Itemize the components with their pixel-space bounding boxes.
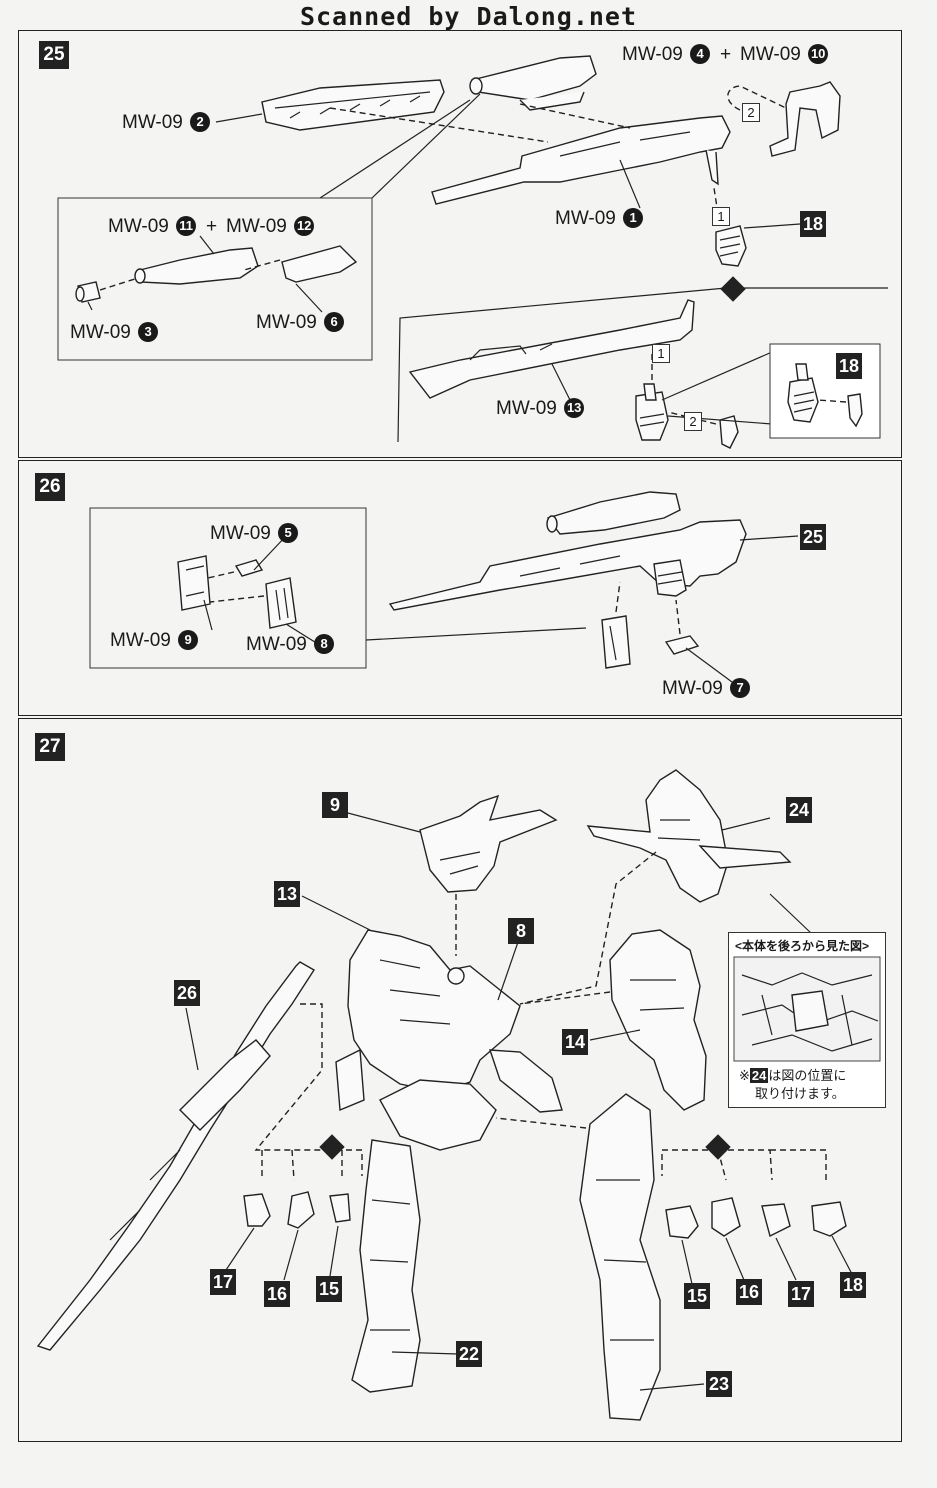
step-26-panel: 26	[18, 460, 902, 716]
label-mw09-2: MW-09 2	[122, 112, 211, 134]
note-line2: 取り付けます。	[755, 1086, 845, 1101]
label-mw09-1: MW-09 1	[555, 208, 644, 230]
bayonet-rifle-part	[408, 299, 695, 399]
tag-15: 15	[316, 1276, 342, 1302]
tag-17: 17	[210, 1269, 236, 1295]
back-view-drawing	[733, 956, 881, 1062]
tag-14: 14	[562, 1029, 588, 1055]
label-mw09-3: MW-09 3	[70, 322, 159, 344]
label-mw09-4: MW-09 4	[622, 44, 711, 66]
tag-25: 25	[800, 524, 826, 550]
scope-part	[469, 55, 597, 111]
label-mw09-9: MW-09 9	[110, 630, 199, 652]
tag-17: 17	[788, 1281, 814, 1307]
order-step-2: 2	[742, 103, 760, 122]
rail-part	[261, 79, 445, 131]
label-mw09-10: MW-09 10	[740, 44, 829, 66]
tag-18: 18	[840, 1272, 866, 1298]
tag-18: 18	[800, 211, 826, 237]
tag-16: 16	[264, 1281, 290, 1307]
step-number: 26	[35, 473, 65, 501]
head-part	[419, 794, 558, 893]
rifle-body-part	[431, 115, 731, 205]
order-step-1: 1	[652, 344, 670, 363]
tag-23: 23	[706, 1371, 732, 1397]
label-mw09-5: MW-09 5	[210, 523, 299, 545]
step-27-drawing	[36, 769, 853, 1421]
step-number: 25	[39, 41, 69, 69]
label-mw09-7: MW-09 7	[662, 678, 751, 700]
hand-18-part	[715, 225, 747, 267]
hands-right-part	[665, 1197, 853, 1285]
tag-22: 22	[456, 1341, 482, 1367]
note-line1: は図の位置に	[768, 1068, 847, 1083]
step-number: 27	[35, 733, 65, 761]
label-mw09-13: MW-09 13	[496, 398, 585, 420]
tag-13: 13	[274, 881, 300, 907]
magazine-detail-part	[177, 535, 319, 645]
plus-sign: +	[720, 44, 732, 65]
order-step-2: 2	[684, 412, 702, 431]
note-mark: ※	[739, 1068, 750, 1083]
stock-part	[769, 81, 841, 157]
tag-18: 18	[836, 353, 862, 379]
step-25-panel: 25	[18, 30, 902, 458]
label-mw09-8: MW-09 8	[246, 634, 335, 656]
tag-8: 8	[508, 918, 534, 944]
backpack-part	[586, 769, 792, 903]
hand-18-inset-part	[787, 363, 863, 428]
step-27-panel: 27	[18, 718, 902, 1442]
hands-left-part	[225, 1191, 351, 1281]
rifle-26-part	[36, 961, 315, 1351]
order-step-1: 1	[712, 207, 730, 226]
tag-26: 26	[174, 980, 200, 1006]
label-mw09-11: MW-09 11	[108, 216, 197, 238]
step-25-drawing	[57, 55, 888, 449]
label-mw09-12: MW-09 12	[226, 216, 315, 238]
tag-9: 9	[322, 792, 348, 818]
label-mw09-6: MW-09 6	[256, 312, 345, 334]
assembled-rifle-part	[388, 491, 747, 669]
torso-part	[335, 929, 563, 1113]
scan-credit: Scanned by Dalong.net	[299, 2, 638, 31]
arm-part	[609, 929, 707, 1111]
tag-15: 15	[684, 1283, 710, 1309]
note-title: <本体を後ろから見た図>	[735, 939, 870, 953]
legs-part	[351, 1079, 661, 1421]
note-tag: 24	[749, 1068, 769, 1083]
plus-sign: +	[206, 216, 218, 237]
step-26-drawing	[89, 491, 799, 683]
tag-16: 16	[736, 1279, 762, 1305]
scope-detail-part	[75, 235, 358, 313]
tag-24: 24	[786, 797, 812, 823]
